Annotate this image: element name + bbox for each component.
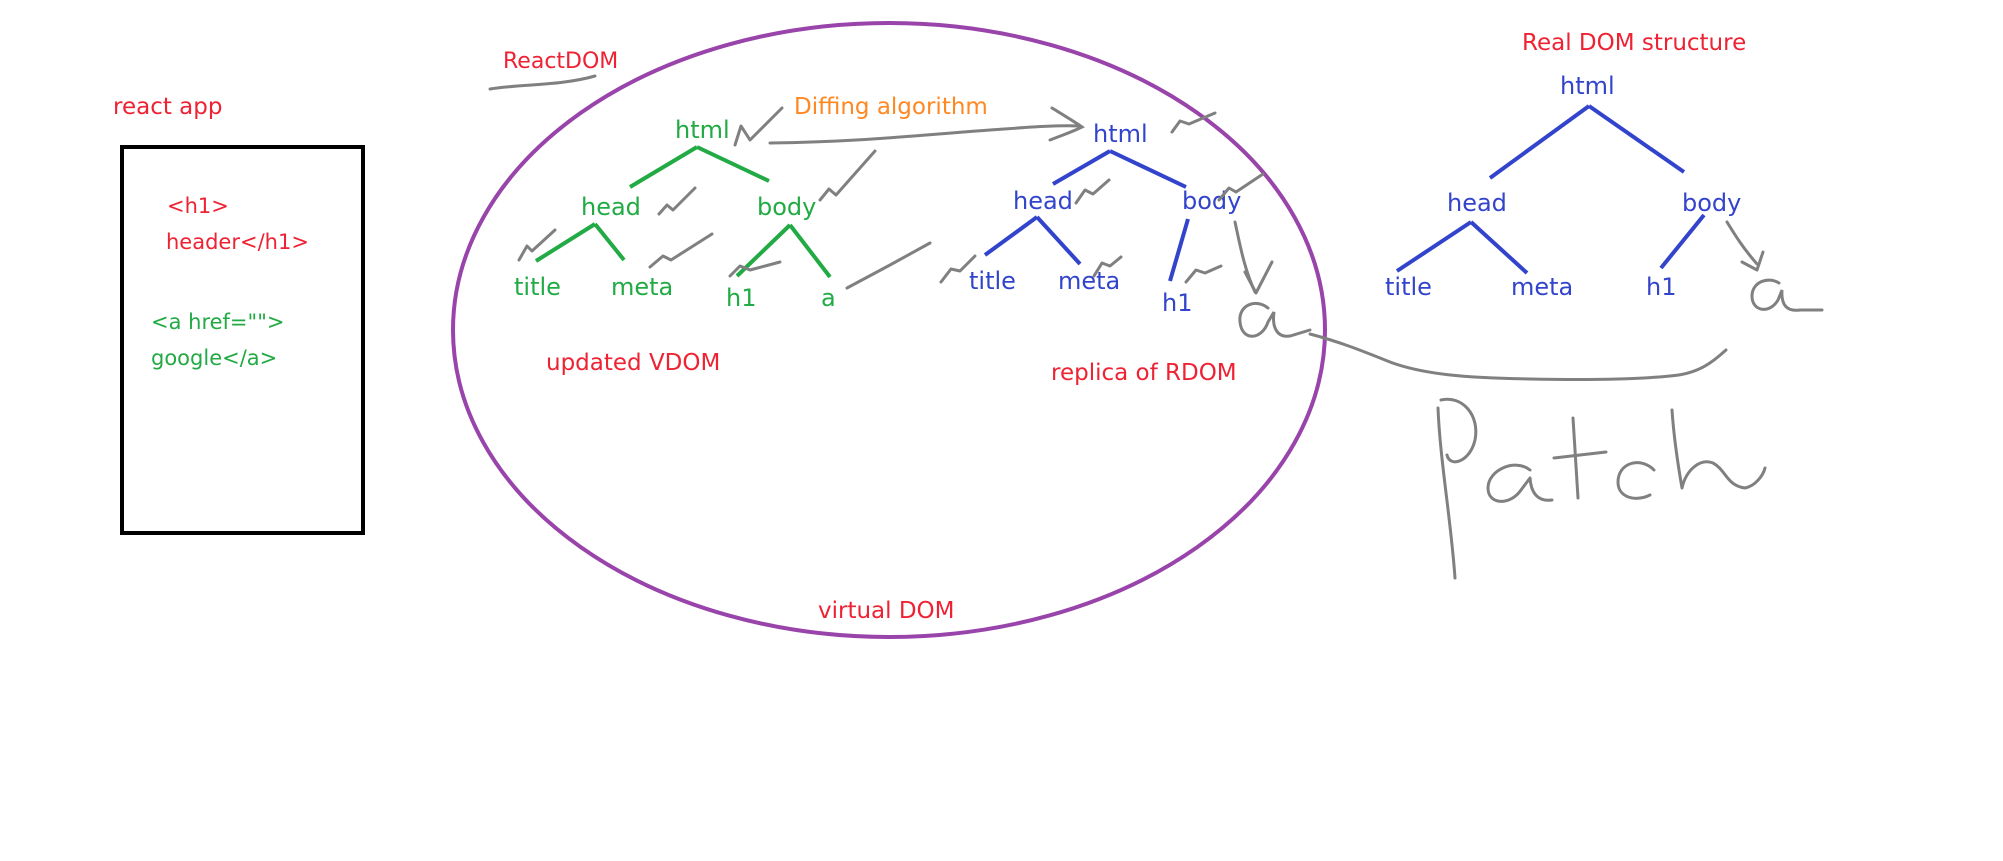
diffing-arrow-shaft: [768, 124, 1082, 145]
vdom-node-head: head: [581, 193, 641, 221]
replica-node-body: body: [1182, 187, 1241, 215]
rdom-edge-html-head: [1488, 104, 1591, 180]
updated-vdom-label: updated VDOM: [546, 350, 720, 376]
vdom-edge-body-a: [788, 223, 832, 279]
vdom-node-a: a: [821, 284, 836, 312]
rdom-node-head: head: [1447, 189, 1507, 217]
react-app-code-a-open: <a href="">: [151, 310, 284, 334]
vdom-edge-html-head: [628, 145, 699, 189]
react-app-label: react app: [113, 94, 222, 120]
virtual-dom-label: virtual DOM: [818, 598, 955, 624]
replica-edge-head-meta: [1035, 215, 1082, 266]
react-app-code-h1-open: <h1>: [167, 194, 229, 218]
vdom-node-body: body: [757, 193, 816, 221]
replica-edge-body-h1: [1168, 218, 1190, 282]
rdom-edge-body-h1: [1659, 213, 1706, 270]
vdom-tree: html head body title meta h1 a: [514, 116, 836, 312]
rdom-edge-html-body: [1587, 104, 1686, 174]
rdom-edge-head-title: [1395, 220, 1473, 273]
diffing-algorithm-label: Diffing algorithm: [794, 94, 988, 120]
rdom-node-title: title: [1385, 273, 1432, 301]
replica-rdom-label: replica of RDOM: [1051, 360, 1237, 386]
handwritten-a-rdom: [1750, 278, 1824, 312]
replica-node-head: head: [1013, 187, 1073, 215]
react-app-box: [120, 145, 365, 535]
react-app-code-h1-close: header</h1>: [166, 230, 309, 254]
replica-node-h1: h1: [1162, 289, 1192, 317]
replica-tree: html head body title meta h1: [969, 120, 1241, 317]
patch-bracket: [1308, 332, 1728, 382]
replica-edge-html-head: [1051, 149, 1112, 186]
vdom-node-meta: meta: [611, 273, 673, 301]
rdom-node-h1: h1: [1646, 273, 1676, 301]
reactdom-label: ReactDOM: [503, 49, 618, 74]
handwritten-patch: [1436, 397, 1767, 580]
replica-node-html: html: [1093, 120, 1148, 148]
rdom-node-html: html: [1560, 72, 1615, 100]
replica-edge-html-body: [1109, 149, 1187, 189]
rdom-node-body: body: [1682, 189, 1741, 217]
vdom-node-h1: h1: [726, 284, 756, 312]
handwritten-a-vdom: [1238, 302, 1312, 338]
real-dom-tree: html head body title meta h1: [1385, 72, 1741, 301]
replica-node-title: title: [969, 267, 1016, 295]
diffing-arrow-head: [1048, 106, 1085, 142]
vdom-edge-head-meta: [593, 222, 626, 262]
virtual-dom-ellipse: [451, 21, 1327, 639]
vdom-node-html: html: [675, 116, 730, 144]
vdom-edge-html-body: [696, 145, 770, 183]
react-app-code-a-close: google</a>: [151, 346, 277, 370]
rdom-node-meta: meta: [1511, 273, 1573, 301]
replica-node-meta: meta: [1058, 267, 1120, 295]
vdom-edge-head-title: [534, 222, 597, 263]
rdom-edge-head-meta: [1469, 220, 1529, 275]
replica-edge-head-title: [983, 215, 1039, 257]
pen-tick-marks: [517, 106, 1765, 295]
reactdom-underline: [488, 74, 597, 91]
real-dom-label: Real DOM structure: [1522, 30, 1746, 56]
vdom-node-title: title: [514, 273, 561, 301]
